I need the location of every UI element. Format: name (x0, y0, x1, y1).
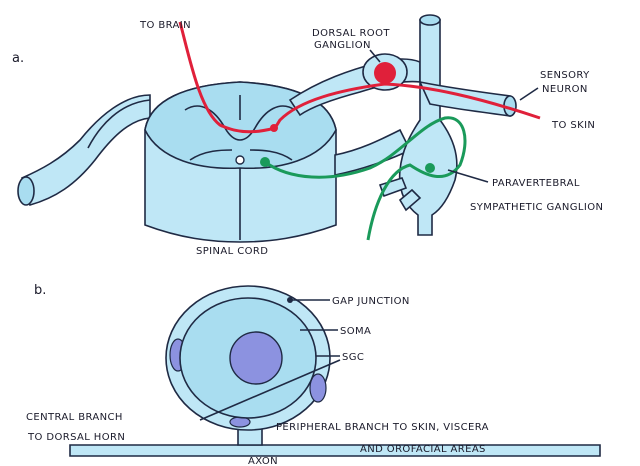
peripheral-branch-label-1: PERIPHERAL BRANCH TO SKIN, VISCERA (276, 422, 489, 433)
sensory-label-1: SENSORY (540, 70, 590, 81)
sensory-pointer (520, 88, 538, 100)
central-branch-label-1: CENTRAL BRANCH (26, 412, 123, 423)
panel-a-letter: a. (12, 51, 24, 66)
sympathetic-chain (380, 15, 457, 235)
central-branch-label-2: TO DORSAL HORN (27, 432, 125, 443)
gap-junction-label: GAP JUNCTION (332, 296, 410, 307)
panel-b-letter: b. (34, 283, 46, 298)
nucleus (230, 332, 282, 384)
to-brain-label: TO BRAIN (139, 20, 191, 31)
sgc-label: SGC (342, 352, 364, 363)
paravertebral-label-2: SYMPATHETIC GANGLION (470, 202, 603, 213)
paravertebral-label-1: PARAVERTEBRAL (492, 178, 580, 189)
gap-junction-marker (287, 297, 293, 303)
sensory-label-2: NEURON (542, 84, 588, 95)
to-skin-label: TO SKIN (551, 120, 595, 131)
ganglion-soma (425, 163, 435, 173)
peripheral-branch-label-2: AND OROFACIAL AREAS (360, 444, 486, 455)
spinal-cord-label: SPINAL CORD (196, 246, 268, 257)
soma-label: SOMA (340, 326, 371, 337)
drg-label-1: DORSAL ROOT (312, 28, 390, 39)
sensory-terminal (270, 124, 278, 132)
drg-label-2: GANGLION (314, 40, 371, 51)
left-spinal-nerve (18, 95, 150, 205)
axon-label: AXON (248, 456, 278, 466)
drg-neuron-soma (374, 62, 396, 84)
preganglionic-soma (260, 157, 270, 167)
